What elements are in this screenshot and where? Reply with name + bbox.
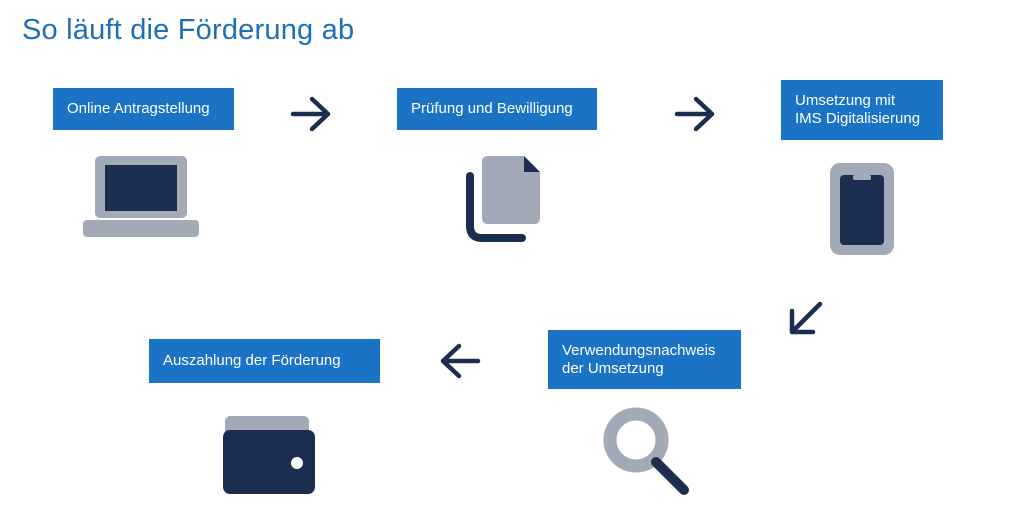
smartphone-icon [830, 163, 894, 255]
wallet-icon [223, 416, 315, 494]
arrow-down-left-icon [789, 301, 823, 335]
documents-icon [466, 156, 540, 242]
step-label-proof-of-use: Verwendungsnachweis der Umsetzung [548, 330, 741, 389]
step-label-online-application: Online Antragstellung [53, 88, 234, 130]
step-label-implementation: Umsetzung mit IMS Digitalisierung [781, 80, 943, 140]
arrow-right-icon [290, 96, 331, 132]
arrow-right-icon [674, 96, 715, 132]
magnifier-icon [603, 407, 689, 495]
laptop-icon [83, 156, 199, 237]
step-label-review-approval: Prüfung und Bewilligung [397, 88, 597, 130]
page-title: So läuft die Förderung ab [22, 14, 355, 46]
step-label-payout: Auszahlung der Förderung [149, 339, 380, 383]
arrow-left-icon [440, 343, 481, 379]
